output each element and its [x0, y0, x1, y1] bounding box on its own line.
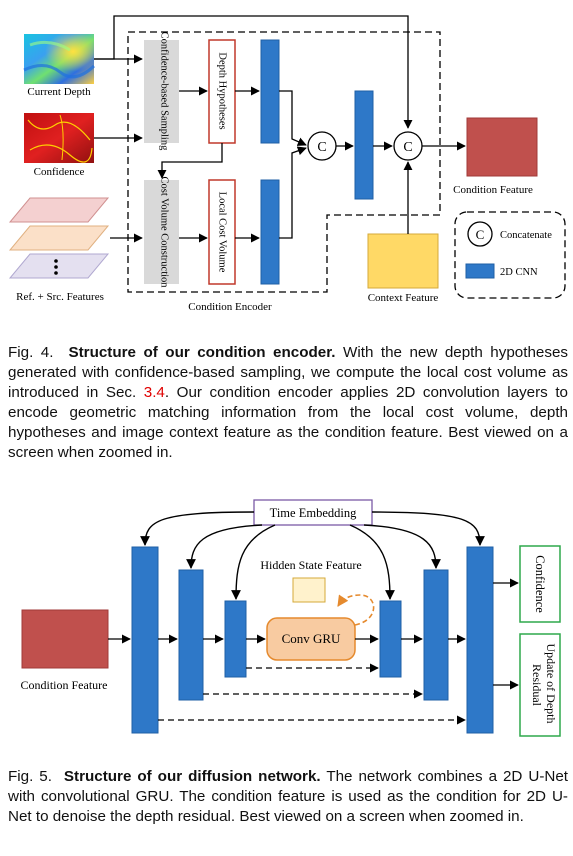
section-reference-link[interactable]: 3.4: [143, 384, 165, 401]
confidence-output-box: [519, 545, 561, 623]
figure-4-number: Fig. 4.: [8, 344, 54, 361]
legend-cnn-label: 2D CNN: [500, 267, 538, 278]
depth-residual-output-label: Update of Depth Residual: [530, 644, 558, 727]
confidence-output-label: Confidence: [533, 555, 547, 613]
confidence-sampling-block: [144, 40, 179, 143]
unet-decoder-2: [423, 569, 449, 701]
figure-5-number: Fig. 5.: [8, 768, 52, 785]
confidence-image: [24, 113, 94, 163]
condition-encoder-box: [127, 31, 441, 293]
confidence-label: Confidence: [34, 166, 85, 178]
hidden-state-box: [292, 577, 326, 603]
depth-residual-output-box: [519, 633, 561, 737]
concatenate-symbol: C: [317, 140, 326, 155]
hidden-state-label: Hidden State Feature: [260, 558, 361, 572]
depth-hypotheses-label: Depth Hypotheses: [217, 52, 228, 129]
depth-residual-line-1: Update of Depth: [544, 644, 558, 724]
local-cost-volume-block: [208, 179, 236, 285]
current-depth-label: Current Depth: [27, 86, 91, 98]
unet-decoder-1: [466, 546, 494, 734]
unet-encoder-2: [178, 569, 204, 701]
condition-feature-label: Condition Feature: [453, 184, 533, 196]
figure-5-caption: Fig. 5. Structure of our diffusion netwo…: [8, 767, 568, 827]
features-label: Ref. + Src. Features: [16, 291, 104, 303]
cost-volume-construction-block: [144, 180, 179, 284]
unet-decoder-3: [379, 600, 402, 678]
depth-hypotheses-block: [208, 39, 236, 144]
src-feature-plane: [8, 253, 110, 279]
legend-box: [454, 211, 566, 299]
condition-encoder-label: Condition Encoder: [188, 301, 272, 313]
concatenate-symbol: C: [403, 140, 412, 155]
figure-4-text-tail: . Our condition encoder applies 2D convo…: [8, 384, 568, 461]
ref-feature-plane: [8, 197, 110, 223]
local-cost-volume-label: Local Cost Volume: [217, 192, 228, 273]
context-feature-label: Context Feature: [368, 292, 439, 304]
figure-4-diagram: [8, 15, 566, 299]
condition-feature-output: [466, 117, 538, 177]
figure-5-title: Structure of our diffusion network.: [63, 768, 321, 785]
cost-volume-construction-label: Cost Volume Construction: [159, 176, 170, 288]
figure-4-title: Structure of our condition encoder.: [68, 344, 336, 361]
legend-concatenate-icon: [467, 221, 493, 247]
figure-4-text: With the new depth hypotheses generated …: [8, 344, 568, 401]
condition-feature-label: Condition Feature: [21, 678, 108, 692]
legend-concatenate-label: Concatenate: [500, 230, 552, 241]
unet-encoder-1: [131, 546, 159, 734]
depth-residual-line-2: Residual: [530, 664, 544, 707]
time-embedding-label: Time Embedding: [270, 506, 357, 520]
figure-4-caption: Fig. 4. Structure of our condition encod…: [8, 343, 568, 463]
context-feature-block: [367, 233, 439, 289]
figure-5-diagram: [21, 499, 561, 737]
legend-cnn-icon: [465, 263, 495, 279]
figure-5-text: The network combines a 2D U-Net with con…: [8, 768, 569, 825]
conv-gru-label: Conv GRU: [282, 631, 341, 646]
legend-concat-symbol: C: [476, 227, 485, 242]
confidence-sampling-label: Confidence-based Sampling: [159, 32, 170, 151]
cnn-block-fused: [354, 90, 374, 200]
cnn-block-cost: [260, 179, 280, 285]
src-feature-plane: [8, 225, 110, 251]
cnn-block-depth: [260, 39, 280, 144]
unet-encoder-3: [224, 600, 247, 678]
condition-feature-input: [21, 609, 109, 669]
